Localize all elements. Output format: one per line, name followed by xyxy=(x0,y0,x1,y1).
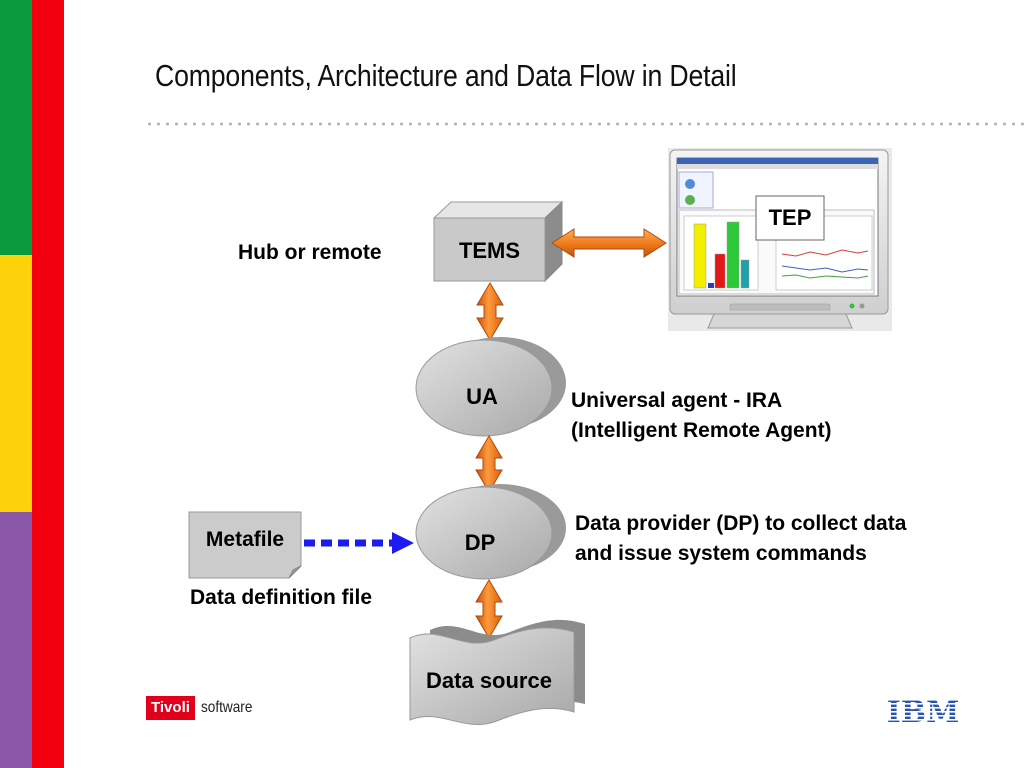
dashed-arrow-icon xyxy=(304,532,414,554)
stripe-green xyxy=(0,0,32,255)
ibm-logo: IBM xyxy=(886,695,962,730)
data-source-label: Data source xyxy=(426,668,552,693)
page-title: Components, Architecture and Data Flow i… xyxy=(155,58,737,93)
tep-label: TEP xyxy=(768,205,812,230)
hub-or-remote-label: Hub or remote xyxy=(238,241,382,264)
bidirectional-arrow-icon xyxy=(475,435,503,493)
tivoli-brand: Tivoli xyxy=(146,696,195,720)
monitor-icon xyxy=(668,148,892,331)
data-definition-file-label: Data definition file xyxy=(190,586,373,609)
title-divider xyxy=(145,122,1024,126)
data-source-node xyxy=(409,619,585,725)
bidirectional-arrow-icon xyxy=(551,228,667,258)
document-icon xyxy=(188,511,302,579)
bidirectional-arrow-icon xyxy=(475,579,503,639)
dp-label: DP xyxy=(464,530,496,555)
tivoli-software: software xyxy=(200,699,253,716)
stripe-yellow xyxy=(0,255,32,512)
dp-node xyxy=(415,484,566,580)
ua-node xyxy=(415,337,566,437)
ua-description-line1: Universal agent - IRA xyxy=(571,389,783,412)
dp-description-line1: Data provider (DP) to collect data xyxy=(575,512,907,535)
dp-description-line2: and issue system commands xyxy=(575,542,867,565)
bidirectional-arrow-icon xyxy=(476,282,504,341)
tivoli-logo: Tivoli software xyxy=(146,696,261,720)
tems-label: TEMS xyxy=(458,238,521,263)
ua-label: UA xyxy=(466,384,498,409)
side-red-bar xyxy=(32,0,64,768)
ua-description-line2: (Intelligent Remote Agent) xyxy=(571,419,832,442)
stripe-purple xyxy=(0,512,32,768)
metafile-label: Metafile xyxy=(205,528,285,551)
